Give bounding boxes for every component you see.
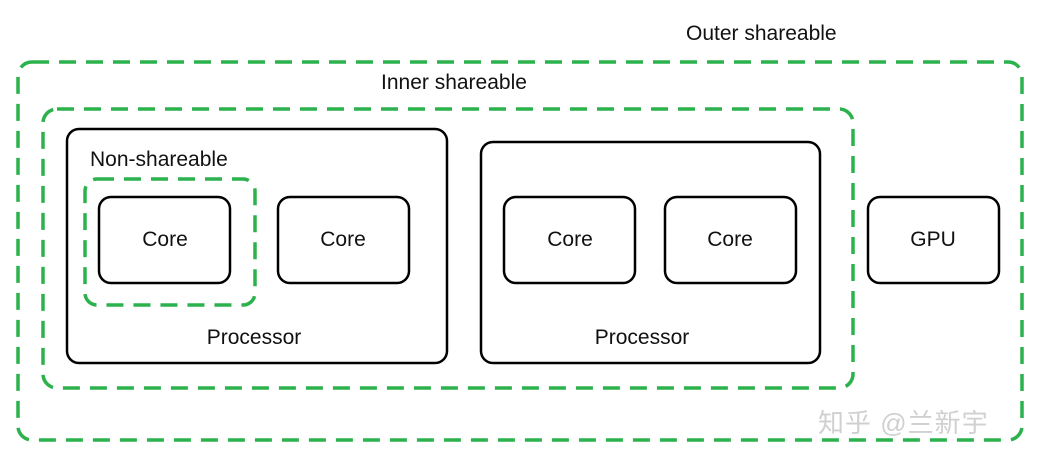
core-box-1 (97, 195, 232, 285)
watermark-text: 知乎 @兰新宇 (818, 408, 989, 438)
non-shareable-domain (83, 177, 257, 307)
processor-box-2 (479, 140, 822, 365)
processor-label-1: Processor (206, 326, 302, 349)
core-label-2: Core (320, 228, 366, 251)
inner-shareable-domain (41, 107, 855, 390)
core-label-1: Core (142, 228, 188, 251)
core-label-3: Core (547, 228, 593, 251)
processor-box-1 (65, 127, 449, 365)
outer-shareable-label: Outer shareable (686, 22, 837, 45)
core-box-4 (663, 195, 798, 285)
core-box-3 (502, 195, 637, 285)
inner-shareable-label: Inner shareable (381, 71, 527, 94)
core-box-2 (276, 195, 411, 285)
gpu-box (866, 195, 1001, 285)
non-shareable-label: Non-shareable (90, 148, 228, 171)
outer-shareable-domain (16, 60, 1024, 442)
gpu-label: GPU (910, 228, 956, 251)
core-label-4: Core (707, 228, 753, 251)
processor-label-2: Processor (594, 326, 690, 349)
